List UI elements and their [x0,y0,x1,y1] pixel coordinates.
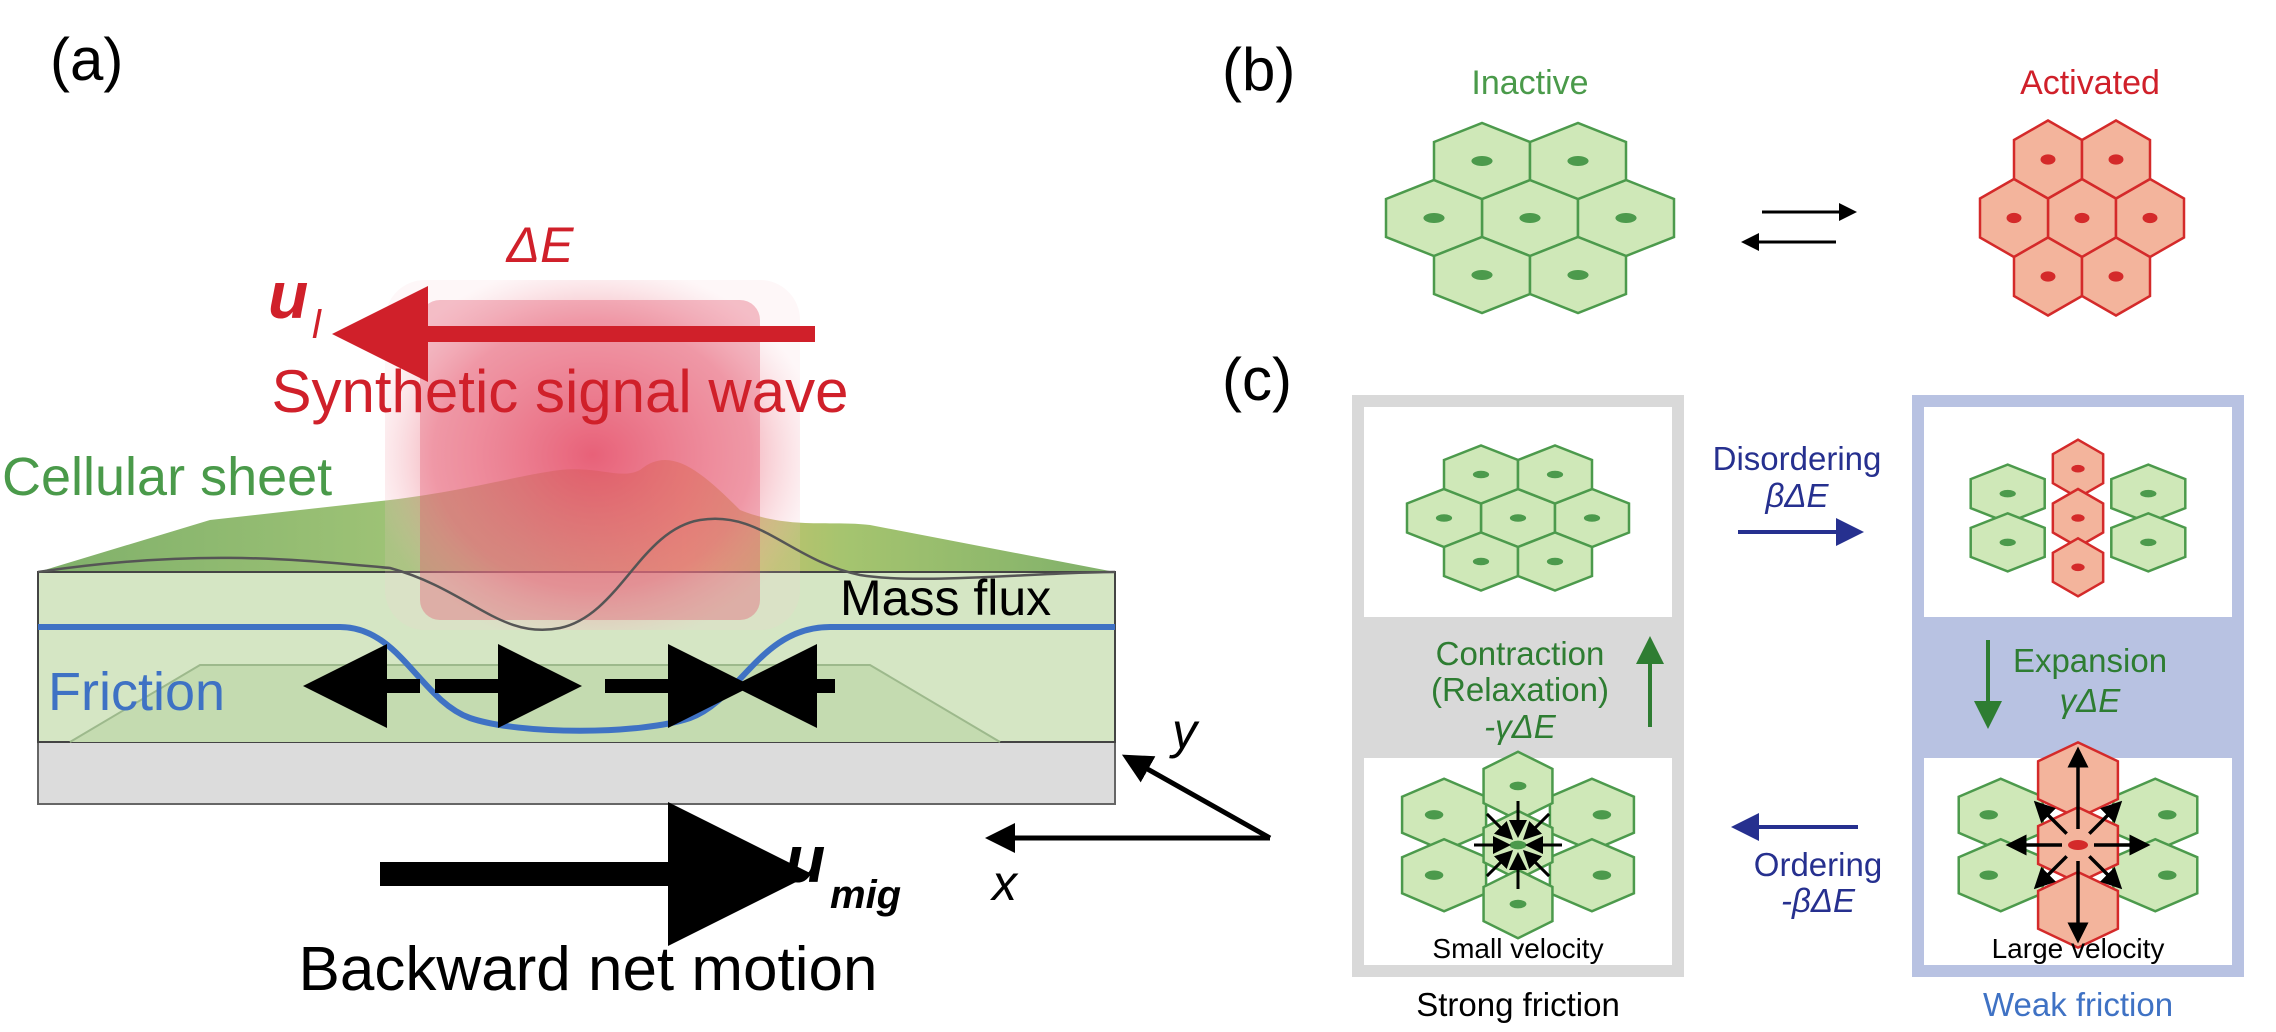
ordering-label: Ordering [1754,846,1882,883]
cell-nucleus [2140,489,2157,498]
substrate [37,741,1116,805]
velocity-arrow [2088,855,2123,890]
cell-nucleus [1999,538,2016,547]
cell-nucleus [2158,870,2177,880]
relaxation-label: (Relaxation) [1431,671,1609,708]
cell-nucleus [2108,271,2124,282]
cellular-sheet-label: Cellular sheet [2,447,332,507]
y-axis-arrow [1121,754,1272,841]
cell-nucleus [2142,212,2158,224]
axis-x-label: x [990,855,1019,911]
cell-nucleus [1424,870,1444,880]
velocity-arrow [1522,849,1551,878]
signal-wave-label: Synthetic signal wave [272,358,849,425]
u-mig-subscript: mig [830,873,901,917]
cell-nucleus [1509,514,1527,522]
activated-cell-cluster [1978,119,2186,317]
cell-nucleus [1509,840,1527,850]
axis-y-label: y [1169,703,1200,759]
coordinate-axes: y x [985,703,1272,911]
mass-flux-label: Mass flux [840,570,1051,626]
cell-nucleus [1567,156,1589,166]
velocity-arrow [2088,800,2123,835]
cell-nucleus [1471,156,1493,166]
panel-c-label: (c) [1222,346,1292,413]
cell-nucleus [1509,781,1527,791]
weak-bottom-cell-cluster [1957,741,2199,949]
cell-nucleus [1979,870,1998,880]
panel-a-label: (a) [50,26,123,93]
signal-wave-core [420,300,760,620]
cell-nucleus [1519,213,1541,223]
weak-top-cell-cluster [1969,438,2187,598]
panel-c: (c) Disordering βΔE Ordering -βΔE Contra… [1222,346,2244,1023]
cell-nucleus [2006,212,2022,224]
strong-friction-label: Strong friction [1416,986,1620,1023]
velocity-arrow [1522,812,1551,841]
signal-wave-beam [385,280,800,630]
cell-nucleus [1472,470,1490,479]
cell-nucleus [2071,514,2085,522]
cell-nucleus [2108,154,2124,165]
disordering-label: Disordering [1713,440,1882,477]
cell-nucleus [1979,810,1998,820]
backward-motion-label: Backward net motion [299,935,878,1004]
cell-nucleus [1472,557,1490,566]
sheet-profile [37,517,1116,631]
cell-nucleus [1592,810,1612,820]
cell-nucleus [2071,563,2085,572]
cell-nucleus [2140,538,2157,547]
contraction-coefficient: -γΔE [1484,708,1557,745]
u-l-symbol: u [268,258,308,332]
expansion-label: Expansion [2013,642,2167,679]
cell-nucleus [1423,213,1445,223]
cell-nucleus [1471,270,1493,280]
cell-nucleus [1546,557,1564,566]
velocity-arrow [2033,800,2068,835]
expansion-coefficient: γΔE [2060,682,2122,719]
cell-nucleus [2158,810,2177,820]
cell-nucleus [2068,840,2088,850]
cell-nucleus [1509,899,1527,909]
velocity-arrow [2033,855,2068,890]
u-l-subscript: l [312,303,322,347]
panel-b: (b) Inactive Activated [1222,36,2186,317]
cell-nucleus [1592,870,1612,880]
panel-b-label: (b) [1222,36,1295,103]
cell-nucleus [1546,470,1564,479]
cell-nucleus [1999,489,2016,498]
weak-friction-label: Weak friction [1983,986,2173,1023]
u-mig-symbol: u [785,822,825,896]
strong-top-cell-cluster [1405,444,1631,592]
strong-bottom-cell-cluster [1400,750,1636,940]
large-velocity-label: Large velocity [1992,933,2165,964]
contraction-label: Contraction [1436,635,1605,672]
cell-nucleus [1615,213,1637,223]
panel-a: (a) ΔE u l Synthetic signal wave Cell [2,26,1272,1004]
velocity-arrow [1485,849,1514,878]
inactive-cell-cluster [1384,121,1676,315]
cell-nucleus [1567,270,1589,280]
small-velocity-label: Small velocity [1432,933,1603,964]
friction-label: Friction [48,662,225,722]
cell-nucleus [2071,464,2085,473]
cell-nucleus [2074,212,2090,224]
delta-e-label: ΔE [506,217,575,273]
cell-nucleus [2040,271,2056,282]
inactive-label: Inactive [1471,64,1588,102]
activated-label: Activated [2020,64,2160,102]
velocity-arrow [1485,812,1514,841]
cell-nucleus [1583,514,1601,522]
cell-nucleus [1435,514,1453,522]
ordering-coefficient: -βΔE [1781,882,1856,919]
cell-nucleus [2040,154,2056,165]
cell-nucleus [1424,810,1444,820]
disordering-coefficient: βΔE [1764,477,1829,514]
